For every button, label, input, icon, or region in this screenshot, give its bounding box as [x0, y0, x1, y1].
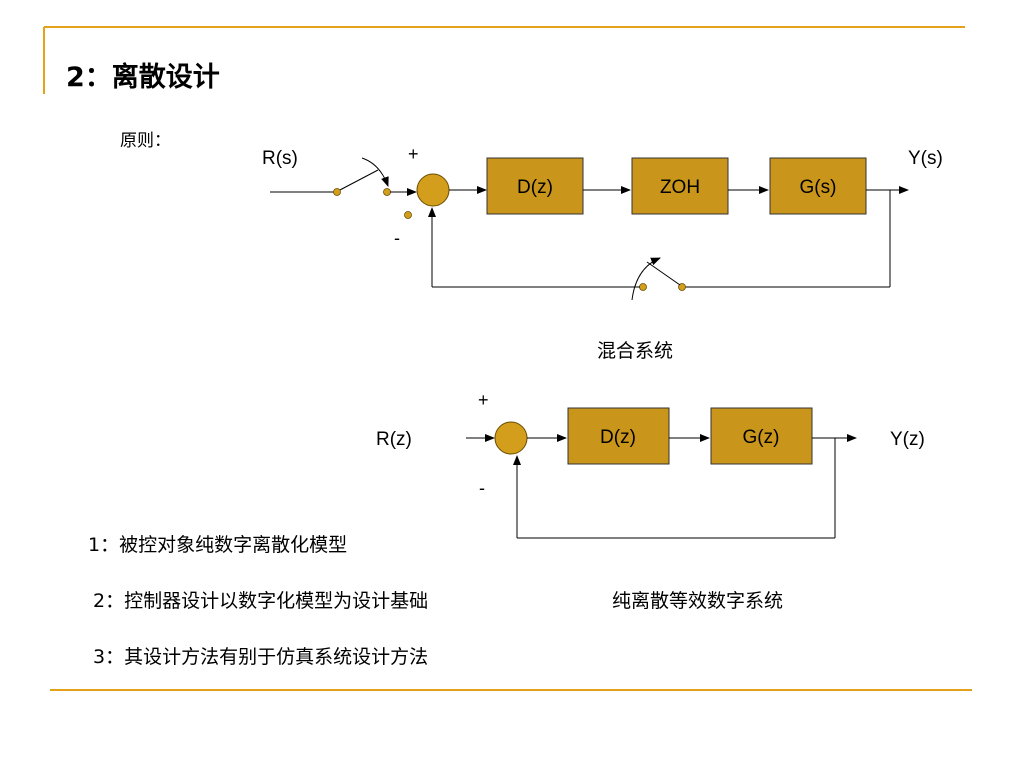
principle-label: 原则：: [120, 131, 171, 151]
hybrid-feedback-contact-left: [639, 283, 647, 291]
discrete-diagram: + - R(z) Y(z) D(z) G(z) 纯离散等效数字系统: [376, 390, 925, 612]
hybrid-sampler-contact-right: [383, 188, 391, 196]
hybrid-sampler-contact-left: [333, 188, 341, 196]
discrete-input-label: R(z): [376, 429, 412, 450]
discrete-minus-sign: -: [479, 478, 485, 498]
discrete-block-gz: [710, 407, 813, 465]
hybrid-feedback-switch-arrow: [631, 257, 661, 301]
hybrid-feedback-contact-right: [678, 283, 686, 291]
point-1: 1：被控对象纯数字离散化模型: [88, 534, 347, 556]
discrete-output-label: Y(z): [890, 429, 925, 450]
hybrid-block-dz-label: D(z): [517, 177, 553, 198]
hybrid-output-label: Y(s): [908, 148, 943, 169]
point-2: 2：控制器设计以数字化模型为设计基础: [93, 590, 428, 612]
discrete-block-dz-label: D(z): [600, 427, 636, 448]
hybrid-plus-sign: +: [408, 144, 419, 164]
hybrid-minus-sign: -: [394, 228, 400, 248]
hybrid-sampler-arrow: [361, 157, 389, 187]
hybrid-block-dz: [486, 157, 584, 215]
discrete-summing-junction: [494, 421, 528, 455]
slide-title: 2：离散设计: [66, 61, 220, 93]
hybrid-block-gs: [769, 157, 867, 215]
hybrid-caption: 混合系统: [597, 340, 673, 362]
hybrid-feedback-switch-blade: [646, 261, 681, 286]
discrete-block-gz-label: G(z): [743, 427, 780, 448]
discrete-caption: 纯离散等效数字系统: [612, 590, 783, 612]
hybrid-diagram: R(s) Y(s) + - D(z) ZOH G(s): [262, 144, 943, 362]
hybrid-sampler-blade: [337, 169, 379, 192]
hybrid-input-label: R(s): [262, 148, 298, 169]
point-3: 3：其设计方法有别于仿真系统设计方法: [93, 646, 428, 668]
hybrid-sampler-contact-lower: [404, 211, 412, 219]
discrete-plus-sign: +: [478, 390, 489, 410]
hybrid-block-zoh: [631, 157, 729, 215]
hybrid-summing-junction: [416, 173, 450, 207]
discrete-block-dz: [567, 407, 670, 465]
hybrid-block-gs-label: G(s): [800, 177, 837, 198]
hybrid-block-zoh-label: ZOH: [660, 177, 700, 198]
